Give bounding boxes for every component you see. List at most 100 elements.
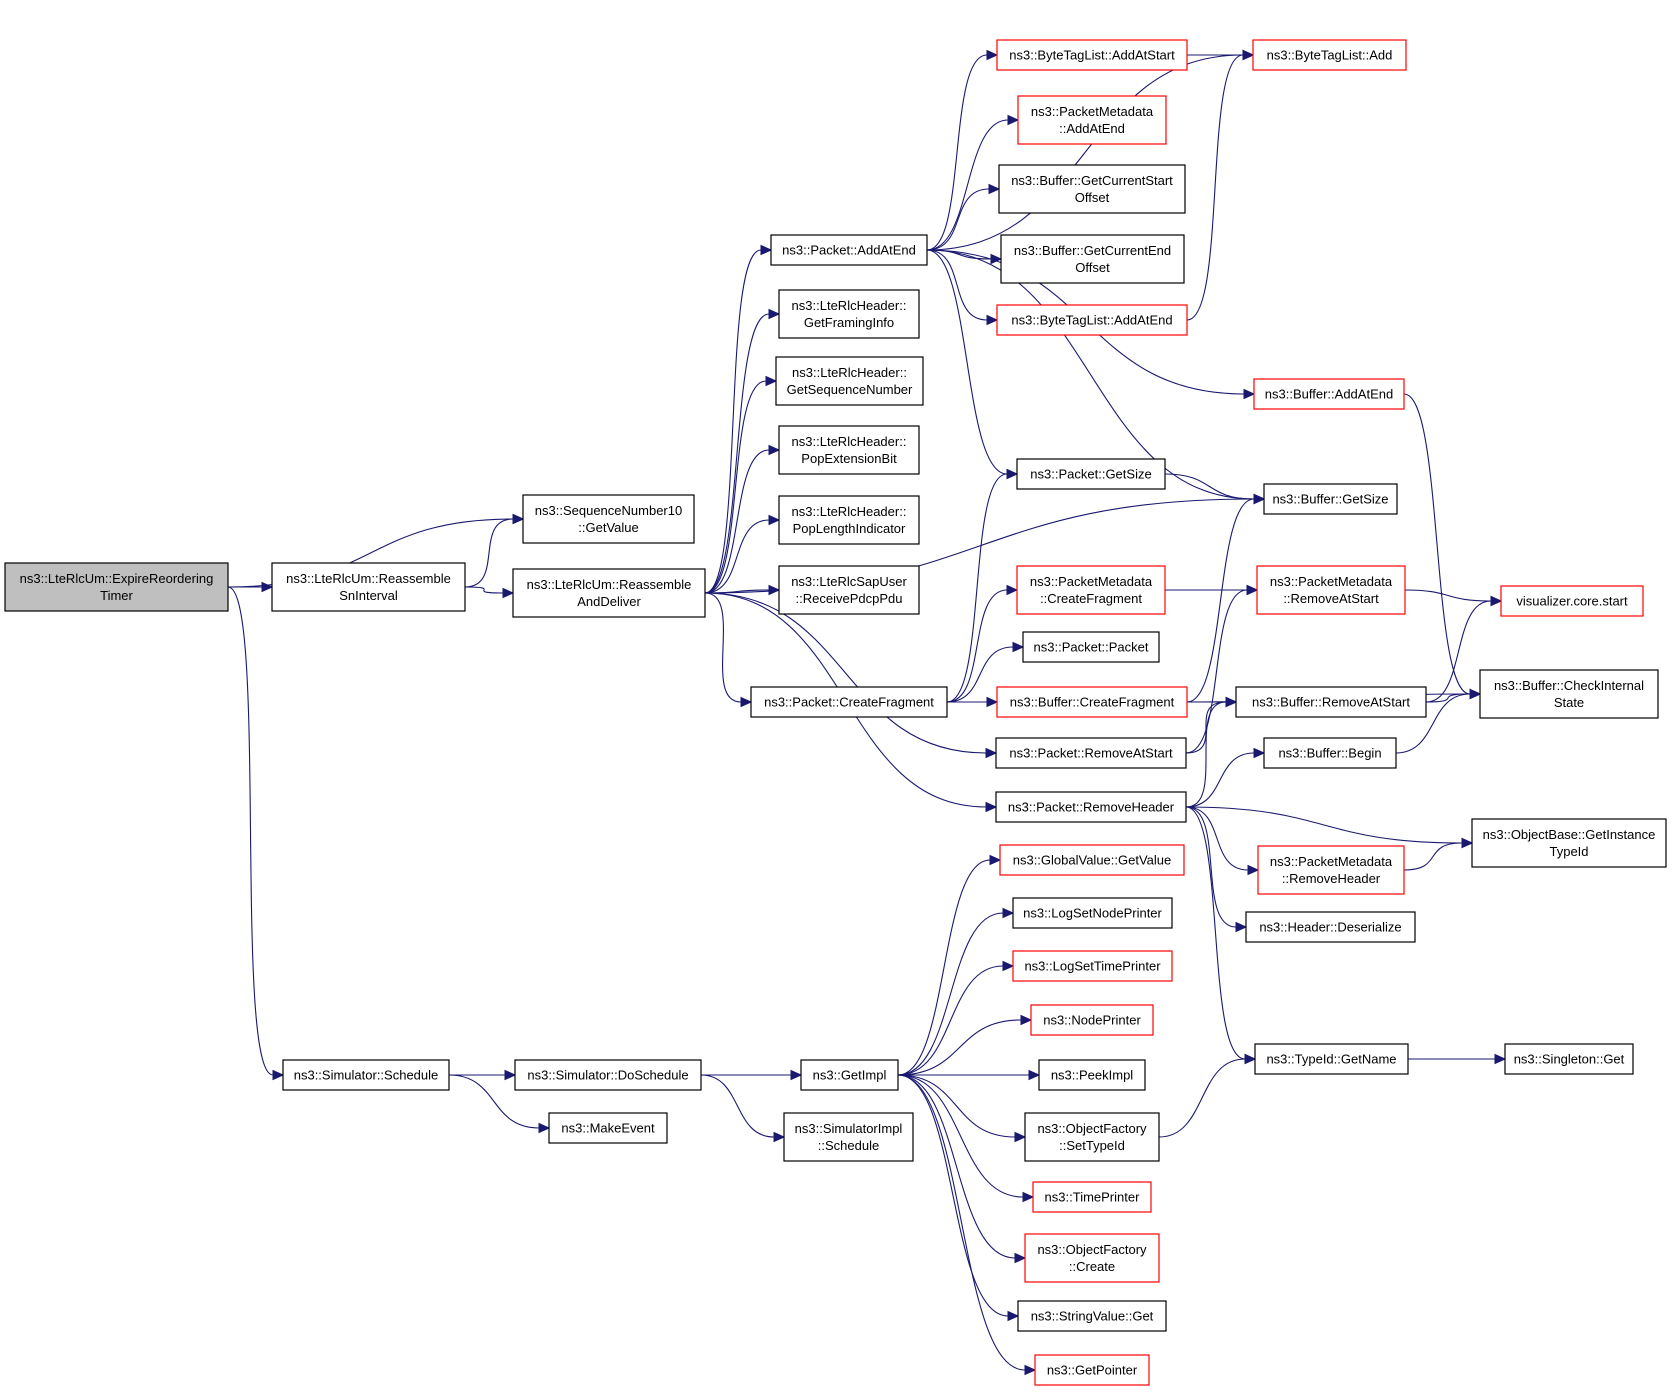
node-box [1253,378,1405,410]
node-ns3-lterlcsapuser-receivepdcppdu[interactable]: ns3::LteRlcSapUser::ReceivePdcpPdu [778,565,920,615]
node-box [514,1059,702,1091]
edge-line [1395,693,1471,754]
call-edge-getimpl-to-of_create [897,1074,1027,1264]
node-label-line: visualizer.core.start [1516,594,1628,609]
node-label-line: PopLengthIndicator [793,521,906,536]
node-label-line: ns3::SimulatorImpl [795,1121,903,1136]
node-ns3-simulator-schedule[interactable]: ns3::Simulator::Schedule [282,1059,450,1091]
node-box [1032,1181,1152,1213]
node-ns3-buffer-begin[interactable]: ns3::Buffer::Begin [1263,737,1397,769]
node-ns3-buffer-createfragment[interactable]: ns3::Buffer::CreateFragment [996,686,1188,718]
node-box [1263,483,1398,515]
call-edge-getimpl-to-peekimpl [898,1069,1041,1081]
node-ns3-packet-getsize[interactable]: ns3::Packet::GetSize [1016,458,1166,490]
edge-arrowhead [985,747,998,759]
node-ns3-peekimpl[interactable]: ns3::PeekImpl [1038,1059,1146,1091]
node-ns3-buffer-removeatstart[interactable]: ns3::Buffer::RemoveAtStart [1235,686,1427,718]
node-ns3-simulatorimpl-schedule[interactable]: ns3::SimulatorImpl::Schedule [783,1112,914,1162]
node-box [775,356,924,406]
node-box [522,494,695,544]
node-ns3-bytetaglist-add[interactable]: ns3::ByteTagList::Add [1252,39,1407,71]
node-ns3-sequencenumber10-getvalue[interactable]: ns3::SequenceNumber10::GetValue [522,494,695,544]
call-edge-pkt_createfrag-to-pkt_packet [946,641,1025,703]
node-ns3-objectfactory-create[interactable]: ns3::ObjectFactory::Create [1024,1233,1160,1283]
node-ns3-packet-addatend[interactable]: ns3::Packet::AddAtEnd [770,234,928,266]
node-ns3-typeid-getname[interactable]: ns3::TypeId::GetName [1254,1043,1409,1075]
node-ns3-timeprinter[interactable]: ns3::TimePrinter [1032,1181,1152,1213]
node-ns3-packet-removeheader[interactable]: ns3::Packet::RemoveHeader [995,791,1187,823]
node-ns3-stringvalue-get[interactable]: ns3::StringValue::Get [1017,1300,1167,1332]
edge-line [897,1074,1016,1138]
node-ns3-packetmetadata-removeatstart[interactable]: ns3::PacketMetadata::RemoveAtStart [1256,565,1406,615]
node-label-line: ns3::PacketMetadata [1030,574,1153,589]
node-box [750,686,948,718]
node-box [995,791,1187,823]
node-ns3-lterlcheader-getsequencenumber[interactable]: ns3::LteRlcHeader::GetSequenceNumber [775,356,924,406]
node-ns3-lterlcheader-poplengthindicator[interactable]: ns3::LteRlcHeader::PopLengthIndicator [778,495,920,545]
edge-arrowhead [985,801,998,813]
node-ns3-buffer-getsize[interactable]: ns3::Buffer::GetSize [1263,483,1398,515]
node-ns3-packet-packet[interactable]: ns3::Packet::Packet [1022,631,1160,663]
node-ns3-bytetaglist-addatend[interactable]: ns3::ByteTagList::AddAtEnd [996,304,1188,336]
node-label-line: SnInterval [339,588,398,603]
node-ns3-nodeprinter[interactable]: ns3::NodePrinter [1030,1004,1154,1036]
node-ns3-packet-createfragment[interactable]: ns3::Packet::CreateFragment [750,686,948,718]
node-ns3-getpointer[interactable]: ns3::GetPointer [1034,1354,1150,1386]
node-label-line: ns3::Buffer::Begin [1278,746,1381,761]
edge-arrowhead [1246,584,1259,596]
node-ns3-objectfactory-settypeid[interactable]: ns3::ObjectFactory::SetTypeId [1024,1112,1160,1162]
node-box [996,304,1188,336]
node-box [1024,1233,1160,1283]
edge-line [897,965,1004,1076]
node-ns3-header-deserialize[interactable]: ns3::Header::Deserialize [1245,911,1416,943]
node-visualizer-core-start[interactable]: visualizer.core.start [1500,585,1644,617]
edge-arrowhead [768,514,781,526]
node-box [512,568,706,618]
call-edge-getimpl-to-log_nodeprinter [897,907,1015,1076]
node-ns3-simulator-doschedule[interactable]: ns3::Simulator::DoSchedule [514,1059,702,1091]
node-ns3-logsetnodeprinter[interactable]: ns3::LogSetNodePrinter [1012,897,1173,929]
node-box [1012,897,1173,929]
node-label-line: ::RemoveHeader [1282,871,1381,886]
edge-line [704,449,770,594]
node-ns3-getimpl[interactable]: ns3::GetImpl [800,1059,899,1091]
call-edge-pkt_removeheader-to-hdr_deserialize [1185,806,1248,933]
node-box [770,234,928,266]
node-ns3-packetmetadata-removeheader[interactable]: ns3::PacketMetadata::RemoveHeader [1257,845,1405,895]
node-ns3-lterlcheader-getframinginfo[interactable]: ns3::LteRlcHeader::GetFramingInfo [778,289,920,339]
call-edge-pkt_removeheader-to-buf_begin [1185,747,1266,808]
call-edge-buf_createfrag-to-buf_getsize [1186,493,1266,703]
edge-arrowhead [773,1131,786,1143]
edge-line [926,249,988,321]
call-edge-reasm_deliver-to-hdr_poplen [704,514,781,594]
node-ns3-singleton-get[interactable]: ns3::Singleton::Get [1504,1043,1634,1075]
edge-arrowhead [1014,1131,1027,1143]
edge-arrowhead [1253,493,1266,505]
node-ns3-bytetaglist-addatstart[interactable]: ns3::ByteTagList::AddAtStart [996,39,1188,71]
edge-arrowhead [538,1122,551,1134]
node-ns3-packetmetadata-addatend[interactable]: ns3::PacketMetadata::AddAtEnd [1017,95,1167,145]
node-box [1254,1043,1409,1075]
edge-line [1164,473,1255,500]
node-ns3-packet-removeatstart[interactable]: ns3::Packet::RemoveAtStart [995,737,1187,769]
node-ns3-lterlcheader-popextensionbit[interactable]: ns3::LteRlcHeader::PopExtensionBit [778,425,920,475]
node-ns3-packetmetadata-createfragment[interactable]: ns3::PacketMetadata::CreateFragment [1016,565,1166,615]
node-ns3-globalvalue-getvalue[interactable]: ns3::GlobalValue::GetValue [999,844,1185,876]
call-edge-of_settypeid-to-typeid_getname [1158,1053,1257,1138]
call-edge-pkt_createfrag-to-pm_createfrag [946,584,1019,703]
edge-arrowhead [1028,1069,1041,1081]
node-ns3-logsettimeprinter[interactable]: ns3::LogSetTimePrinter [1012,950,1173,982]
edge-arrowhead [1461,837,1474,849]
edge-line [897,1074,1024,1198]
edge-line [464,586,504,594]
node-ns3-makeevent[interactable]: ns3::MakeEvent [548,1112,668,1144]
node-ns3-buffer-addatend[interactable]: ns3::Buffer::AddAtEnd [1253,378,1405,410]
node-box [1252,39,1407,71]
